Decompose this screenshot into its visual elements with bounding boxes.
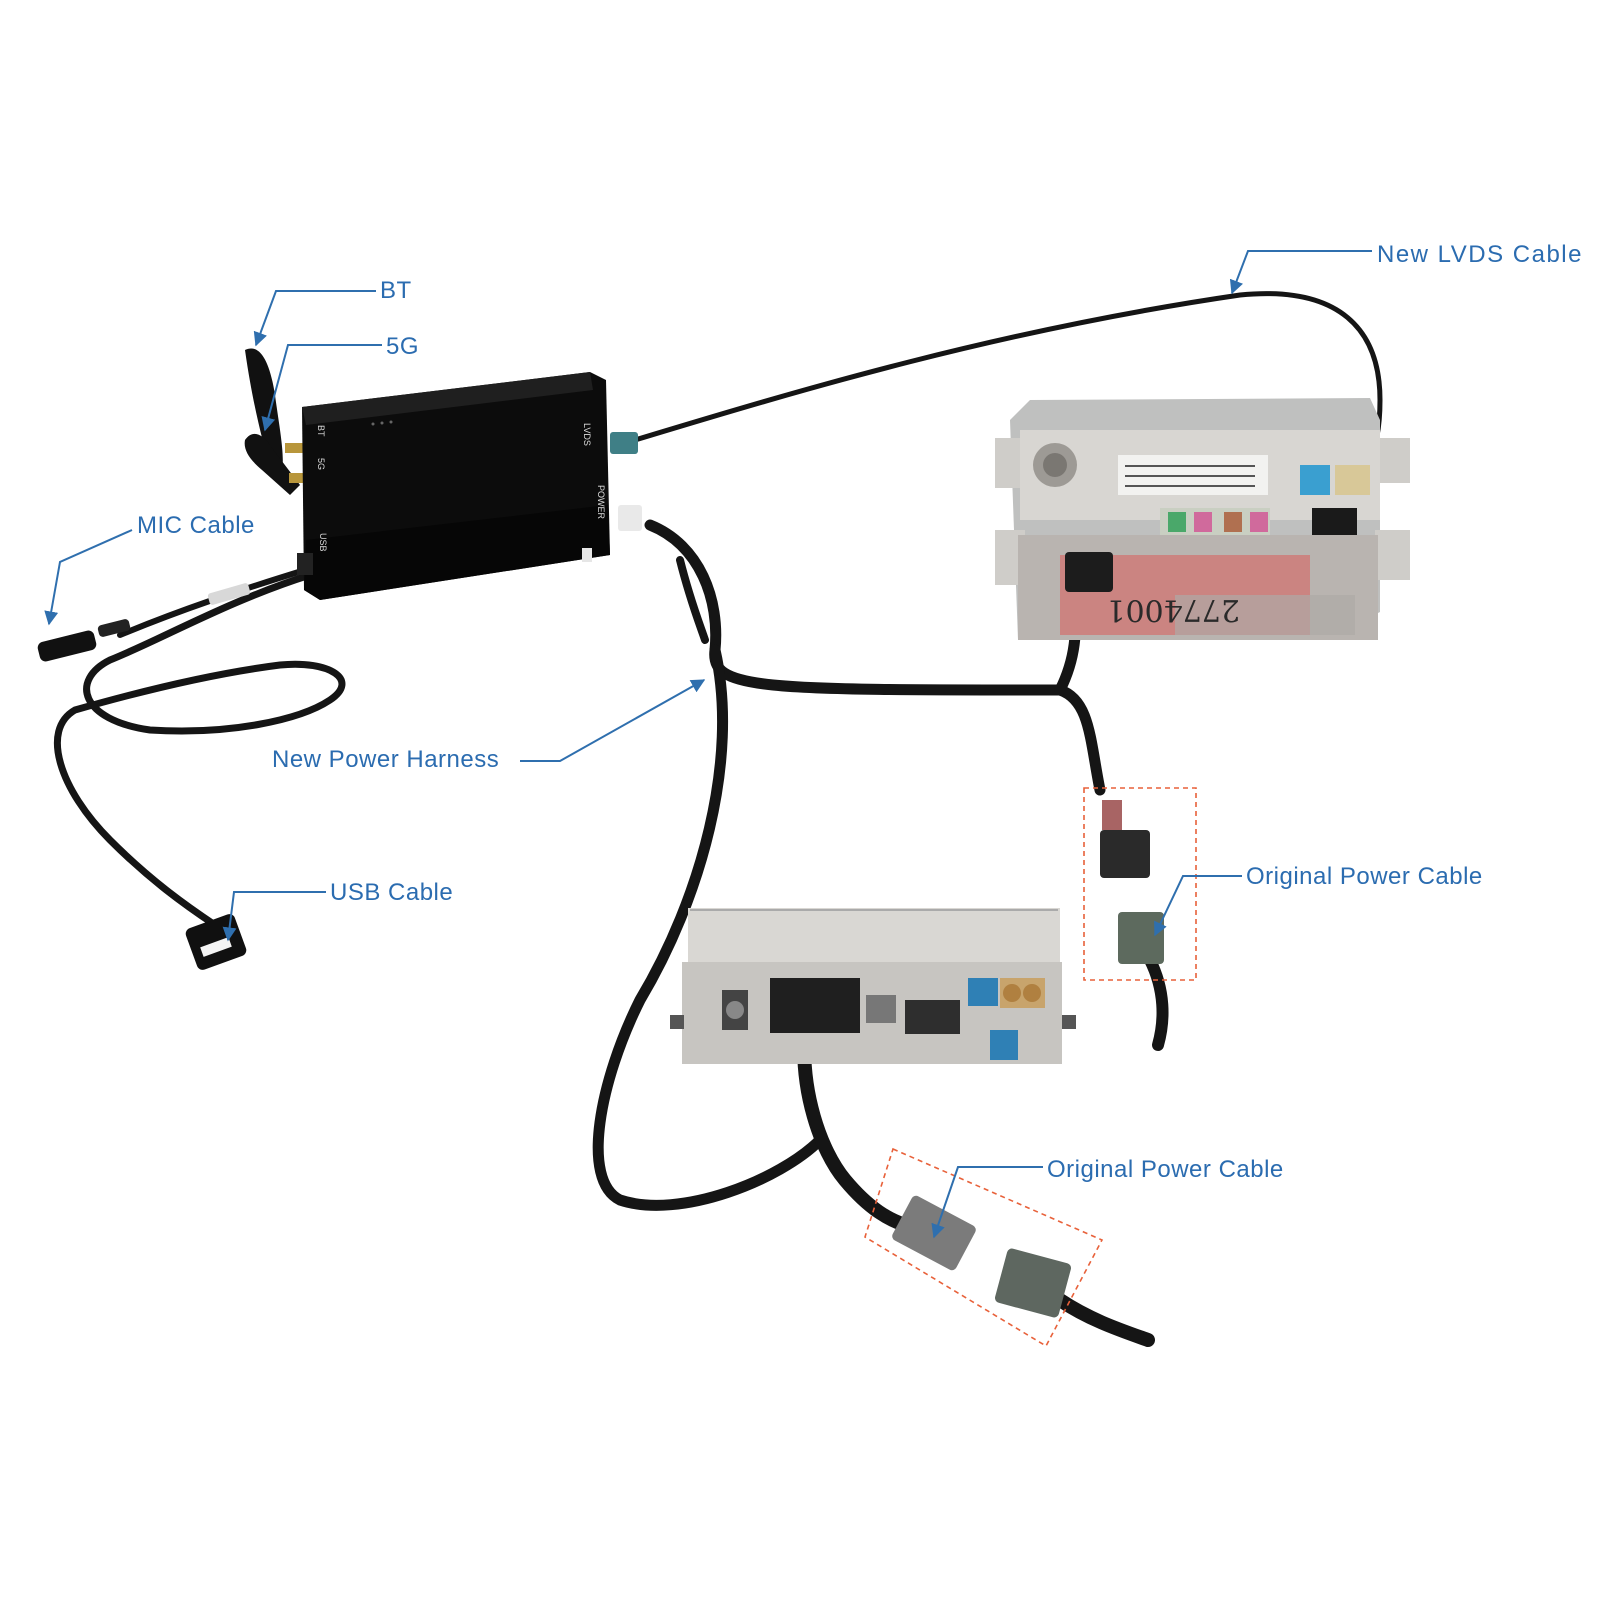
antennas	[244, 348, 311, 495]
power-harness	[644, 519, 1106, 796]
mic-callout-line	[44, 529, 133, 626]
bt-sma-connector	[285, 443, 307, 453]
original-cable-upper	[1144, 954, 1169, 1051]
original-power-cable-lower-label: Original Power Cable	[1047, 1156, 1284, 1183]
fiveg-antenna-icon	[244, 433, 300, 495]
module-5g-port-label: 5G	[316, 458, 326, 470]
orig2-callout-line	[931, 1166, 1043, 1239]
lower-original-connectors	[892, 1195, 1071, 1318]
callouts	[44, 250, 1372, 1239]
upper-original-plug	[1100, 830, 1150, 878]
lvds-callout-line	[1229, 250, 1372, 295]
original-power-cable-upper-label: Original Power Cable	[1246, 863, 1483, 890]
lvds-port-icon	[610, 432, 638, 454]
module-lvds-port-label: LVDS	[582, 423, 592, 446]
interface-module: BT 5G USB LVDS POWER	[297, 372, 642, 600]
power-harness-lower	[797, 1023, 912, 1232]
upper-original-connectors	[1100, 800, 1164, 964]
original-cable-lower	[1053, 1293, 1155, 1347]
mic-jack-icon	[37, 583, 251, 662]
power-harness-label: New Power Harness	[272, 746, 500, 773]
module-power-port-label: POWER	[596, 485, 606, 520]
fiveg-callout-line	[261, 344, 382, 432]
fiveg-sma-connector	[289, 473, 311, 483]
lower-highlight-box	[864, 1147, 1104, 1348]
lower-head-unit-main-port	[770, 978, 860, 1033]
module-usb-port-label: USB	[318, 533, 328, 552]
original-head-unit: 2774001	[995, 398, 1410, 640]
power-harness-branch-down	[592, 644, 826, 1211]
usb-cable-label: USB Cable	[330, 879, 454, 906]
bt-label: BT	[380, 277, 412, 304]
usb-connector-icon	[185, 914, 247, 970]
lvds-cable-label: New LVDS Cable	[1377, 241, 1583, 268]
module-sticker	[582, 548, 592, 562]
head-unit-yellow-port	[1335, 465, 1370, 495]
cable-label-sleeve	[207, 583, 251, 605]
usb-cable	[53, 571, 346, 929]
power-port-icon	[618, 505, 642, 531]
upper-original-socket	[1118, 912, 1164, 964]
module-bt-port-label: BT	[316, 425, 326, 437]
mic-cable-label: MIC Cable	[137, 512, 255, 539]
lower-original-socket	[995, 1248, 1071, 1318]
lower-head-unit	[670, 908, 1076, 1064]
head-unit-blue-port	[1300, 465, 1330, 495]
bt-callout-line	[253, 290, 376, 347]
split-lead	[676, 556, 709, 644]
lower-head-unit-blue-port	[968, 978, 998, 1006]
usb-port-icon	[297, 553, 313, 575]
upper-highlight-box	[1083, 787, 1197, 981]
fiveg-label: 5G	[386, 333, 420, 360]
orig1-callout-line	[1154, 875, 1242, 937]
bt-antenna-icon	[245, 348, 283, 475]
harness-callout-line	[520, 679, 706, 762]
head-unit-power-connector	[1065, 552, 1113, 592]
head-unit-serial: 2774001	[1106, 592, 1240, 627]
usb-callout-line	[222, 891, 326, 942]
